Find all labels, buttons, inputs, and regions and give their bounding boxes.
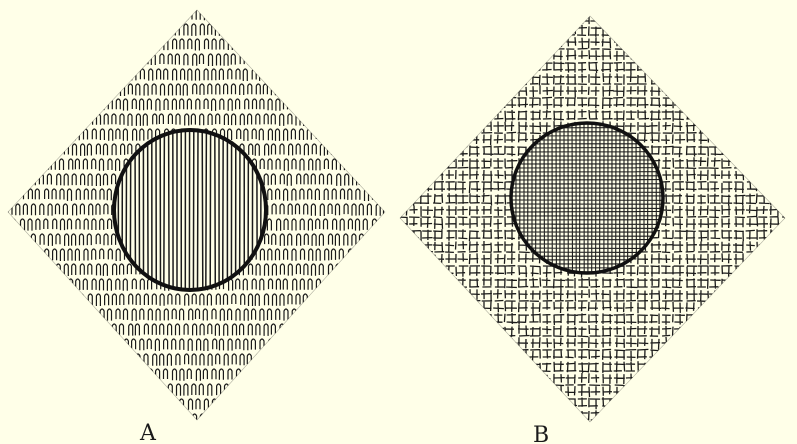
panel-a-label: A (139, 421, 157, 444)
panel-a: A (3, 9, 388, 444)
panel-a-darned-patch (114, 128, 266, 292)
panel-b-label: B (533, 423, 549, 444)
panel-b: B (397, 13, 794, 444)
